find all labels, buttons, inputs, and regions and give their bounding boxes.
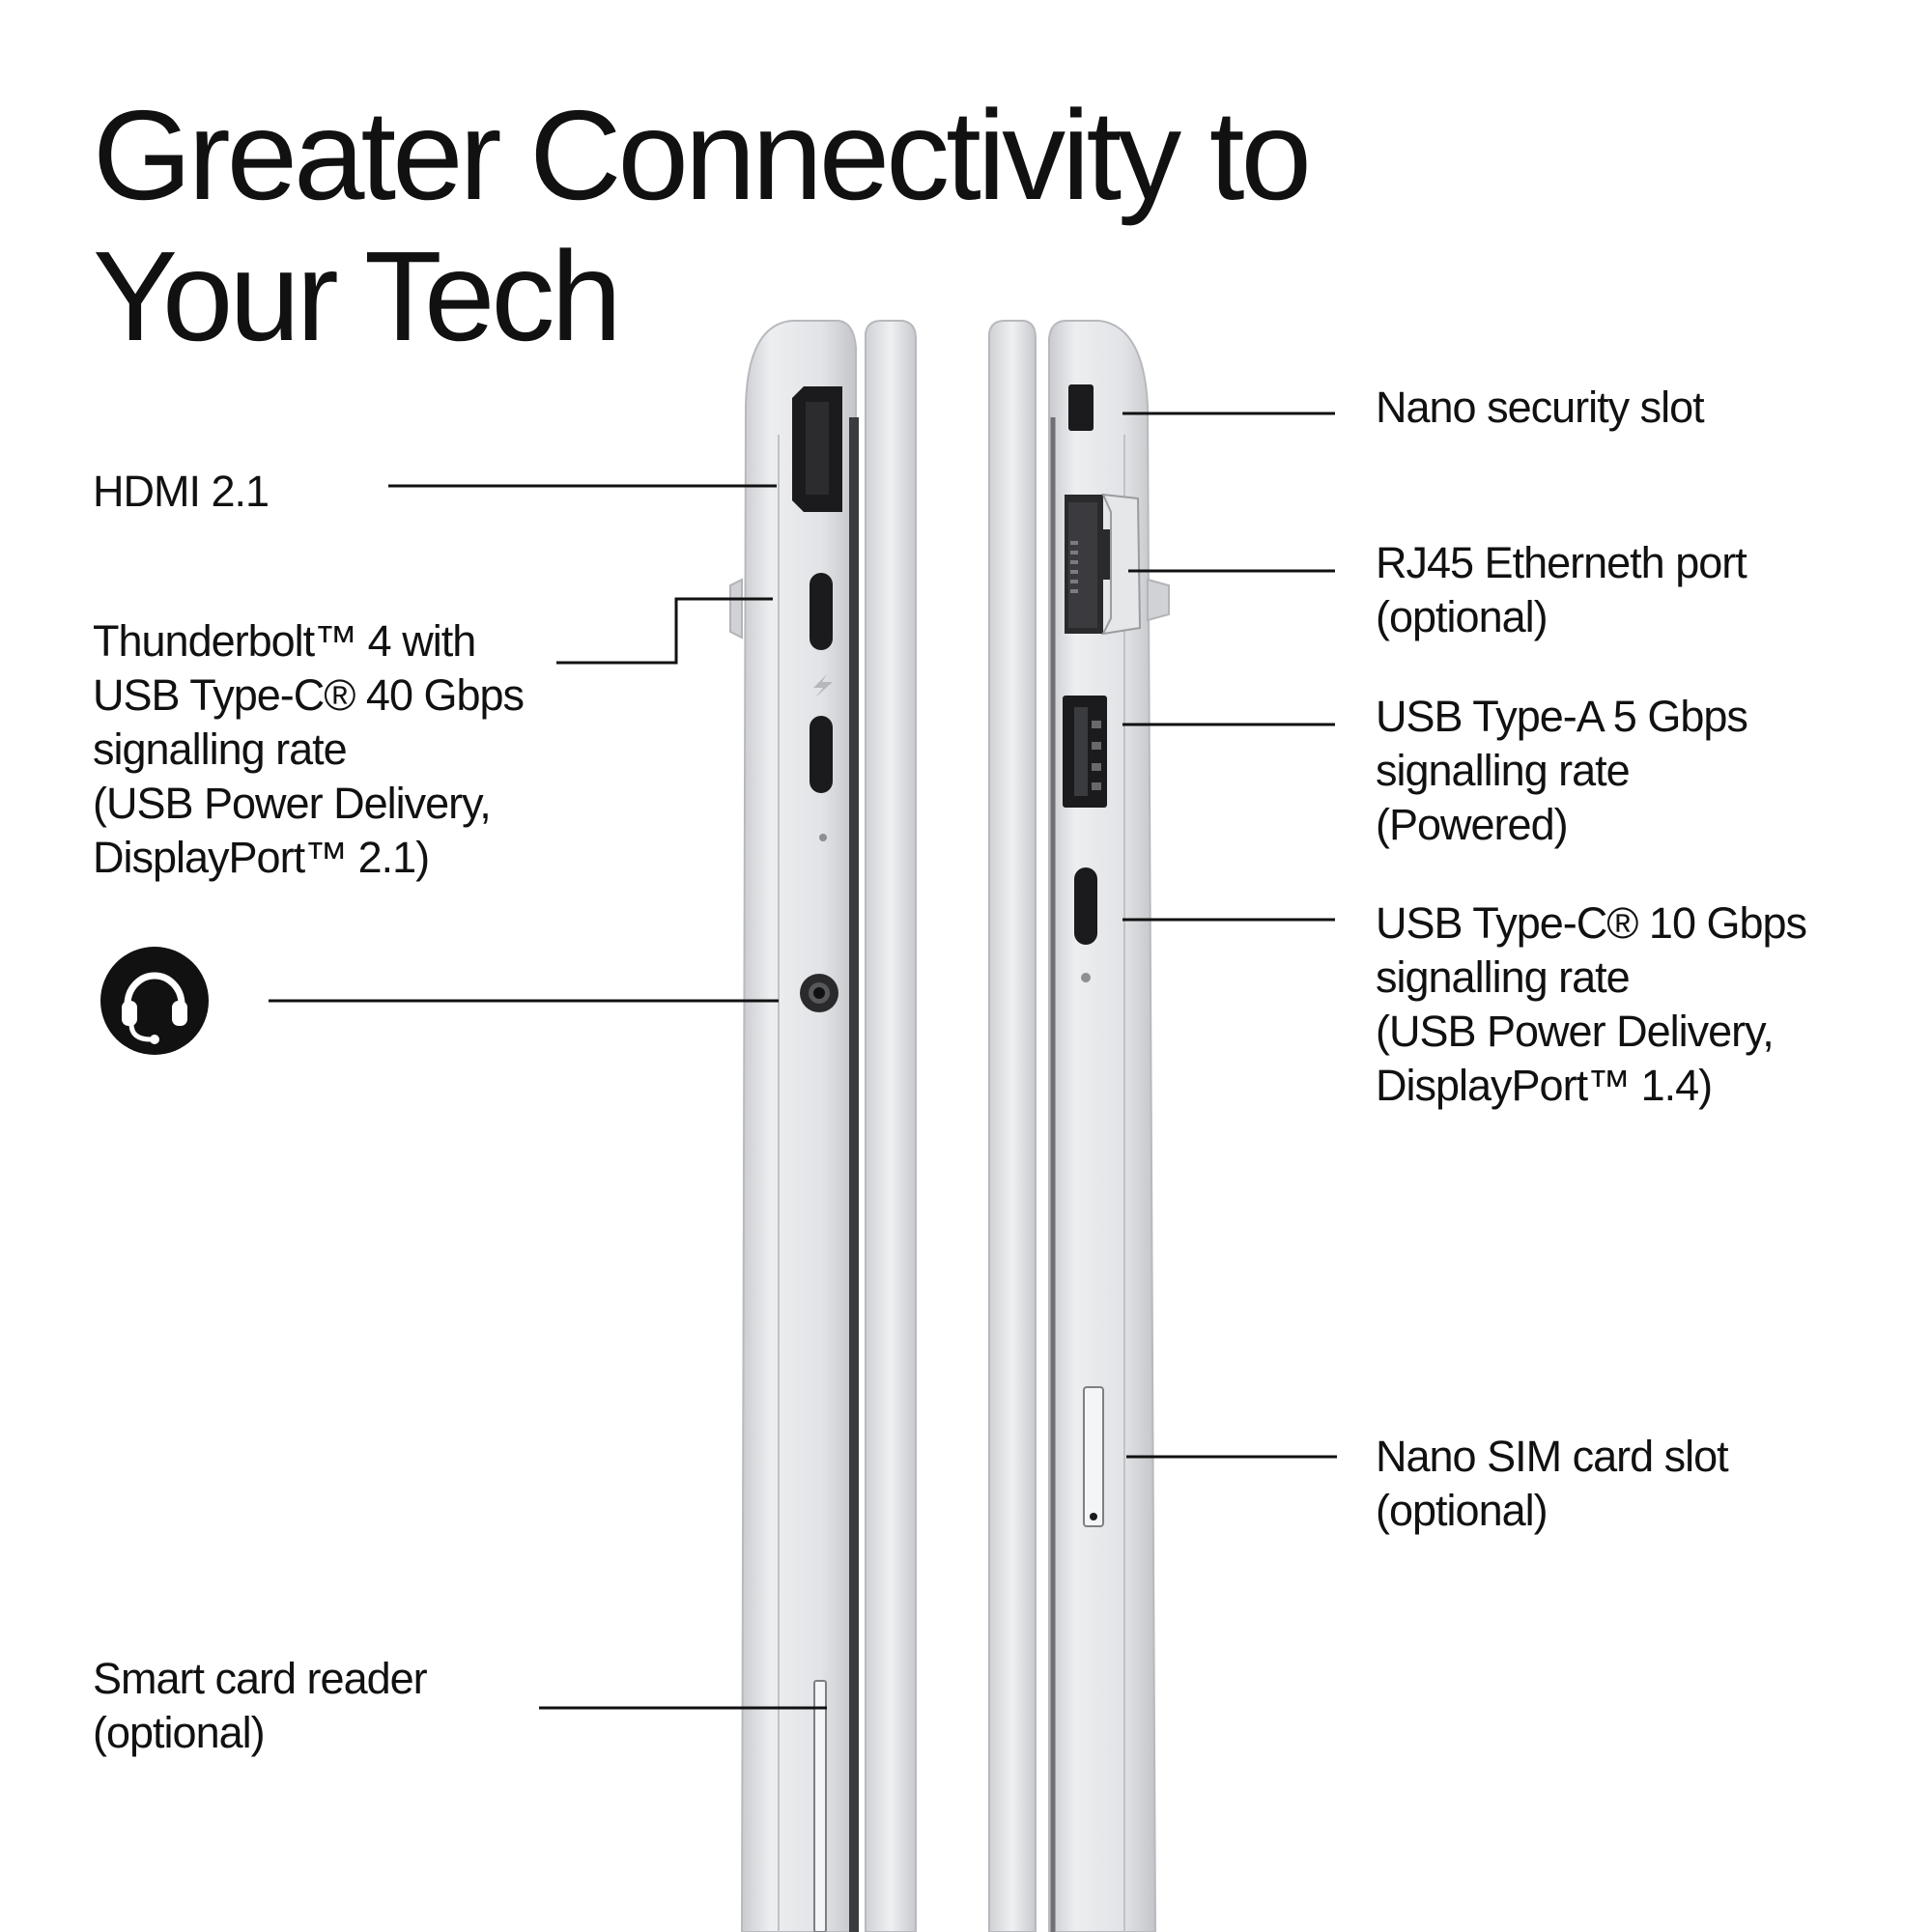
- left-led-icon: [819, 834, 827, 841]
- usb-c-port-icon: [1074, 867, 1097, 945]
- title-line-2: Your Tech: [93, 225, 622, 367]
- nano-security-label-line: Nano security slot: [1376, 383, 1705, 432]
- usb-a-label-line-2: signalling rate: [1376, 746, 1631, 795]
- thunderbolt-label-line-3: signalling rate: [93, 724, 348, 774]
- right-led-icon: [1081, 973, 1091, 982]
- title-line-1: Greater Connectivity to: [93, 84, 1312, 226]
- hdmi-label-line: HDMI 2.1: [93, 467, 270, 516]
- thunderbolt-port-1-icon: [810, 573, 833, 650]
- thunderbolt-bolt-icon: [813, 674, 833, 697]
- nano-security-slot-icon: [1068, 384, 1094, 431]
- thunderbolt-label-line-1: Thunderbolt™ 4 with: [93, 616, 476, 666]
- usb-c-label-line-1: USB Type-C® 10 Gbps: [1376, 898, 1807, 948]
- usb-c-label-line-2: signalling rate: [1376, 952, 1631, 1002]
- thunderbolt-label-line-2: USB Type-C® 40 Gbps: [93, 670, 525, 720]
- page-title: Greater Connectivity to Your Tech: [93, 85, 1445, 367]
- usb-a-label: USB Type-A 5 Gbps signalling rate (Power…: [1376, 690, 1748, 852]
- usb-c-label-line-3: (USB Power Delivery,: [1376, 1007, 1775, 1056]
- thunderbolt-label-line-4: (USB Power Delivery,: [93, 779, 492, 828]
- rj45-port-icon: [1065, 493, 1142, 636]
- usb-a-port-icon: [1063, 696, 1107, 808]
- leader-lines: [269, 412, 1337, 1710]
- nano-sim-slot-icon: [1083, 1386, 1104, 1527]
- usb-c-label: USB Type-C® 10 Gbps signalling rate (USB…: [1376, 896, 1807, 1113]
- thunderbolt-label: Thunderbolt™ 4 with USB Type-C® 40 Gbps …: [93, 614, 525, 885]
- audio-jack-icon: [800, 974, 838, 1012]
- smart-card-label-line-1: Smart card reader: [93, 1654, 428, 1703]
- headset-icon: [100, 947, 209, 1055]
- hdmi-port-icon: [792, 386, 842, 512]
- nano-sim-label-line-2: (optional): [1376, 1486, 1548, 1535]
- rj45-label-line-2: (optional): [1376, 592, 1548, 641]
- nano-sim-label-line-1: Nano SIM card slot: [1376, 1432, 1729, 1481]
- thunderbolt-leader-line: [556, 597, 773, 665]
- nano-security-label: Nano security slot: [1376, 381, 1705, 435]
- usb-a-label-line-3: (Powered): [1376, 800, 1569, 849]
- usb-c-label-line-4: DisplayPort™ 1.4): [1376, 1061, 1713, 1110]
- smart-card-label: Smart card reader (optional): [93, 1652, 428, 1760]
- rj45-label-line-1: RJ45 Etherneth port: [1376, 538, 1747, 587]
- thunderbolt-port-2-icon: [810, 716, 833, 793]
- smart-card-label-line-2: (optional): [93, 1708, 266, 1757]
- rj45-label: RJ45 Etherneth port (optional): [1376, 536, 1747, 644]
- hdmi-label: HDMI 2.1: [93, 465, 270, 519]
- usb-a-label-line-1: USB Type-A 5 Gbps: [1376, 692, 1748, 741]
- nano-sim-label: Nano SIM card slot (optional): [1376, 1430, 1729, 1538]
- thunderbolt-label-line-5: DisplayPort™ 2.1): [93, 833, 430, 882]
- smart-card-slot-icon: [813, 1680, 827, 1932]
